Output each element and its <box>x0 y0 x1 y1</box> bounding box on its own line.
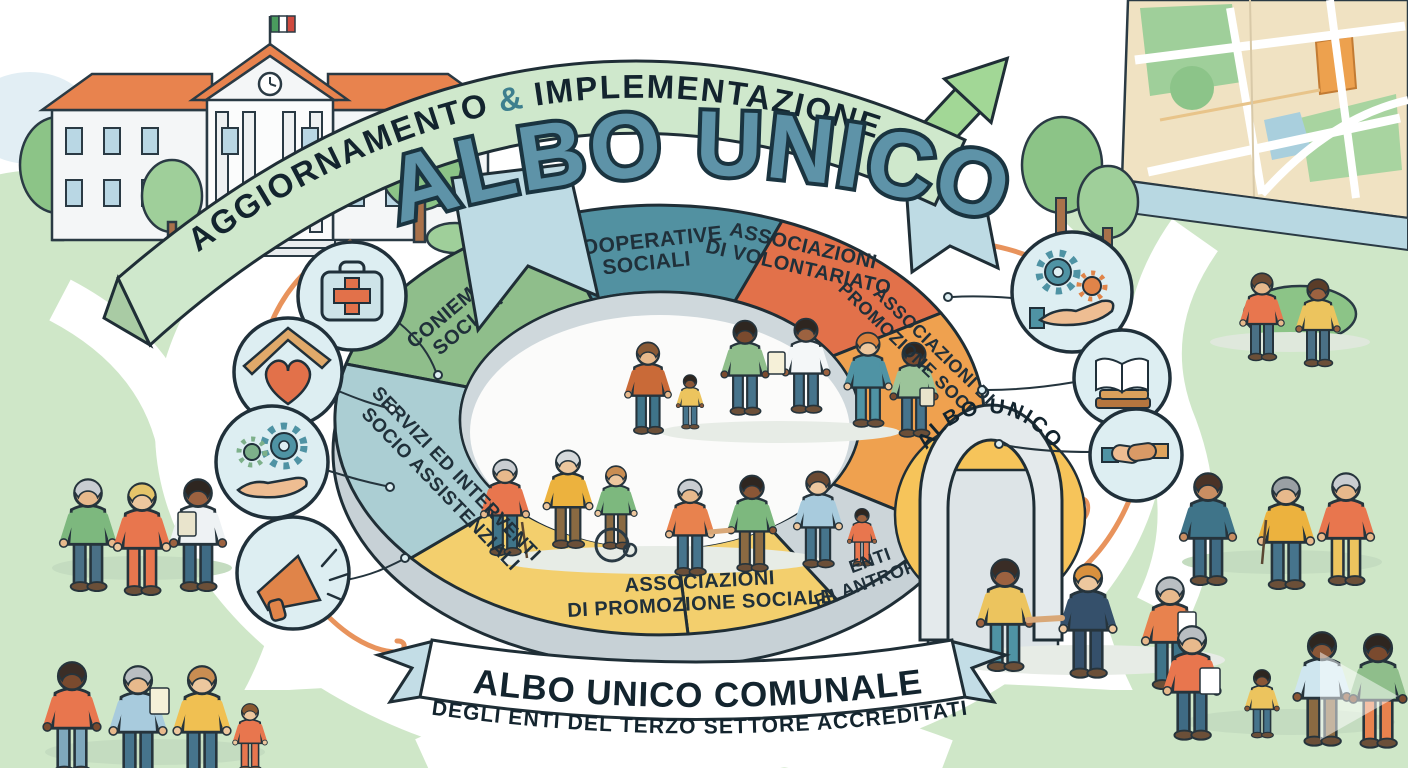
italian-flag <box>268 15 296 46</box>
banner-band <box>418 638 967 721</box>
city-map <box>1020 0 1408 344</box>
people-group-left-bottom <box>43 663 267 768</box>
arch-gate: ALBO UNICO <box>893 395 1087 652</box>
clock <box>257 71 283 97</box>
handshake-icon <box>1088 407 1184 503</box>
cane <box>1260 519 1268 565</box>
watermark-triangle <box>1320 652 1398 740</box>
megaphone-icon <box>235 515 351 631</box>
document <box>1199 667 1221 695</box>
ribbon-tail-right <box>904 181 1001 275</box>
clipboard <box>177 511 197 537</box>
bottom-banner: ALBO UNICO COMUNALE DEGLI ENTI DEL TERZO… <box>373 638 1011 739</box>
banner-band <box>116 59 967 348</box>
first-aid-icon <box>296 240 408 352</box>
courtyard-people <box>481 319 938 576</box>
cane <box>520 521 529 559</box>
icons-left <box>214 240 443 631</box>
gears-hand-icon <box>214 404 330 520</box>
ribbon-tail-left <box>450 162 601 334</box>
clipboard <box>149 687 170 715</box>
arch-structure <box>918 403 1064 642</box>
clipboard <box>919 387 935 407</box>
wheelchair <box>595 466 637 563</box>
people-group-left-top <box>52 480 232 595</box>
people-group-right-top <box>1180 474 1382 589</box>
open-book-icon <box>1072 328 1172 428</box>
document <box>767 351 786 375</box>
icons-right <box>943 230 1184 503</box>
people-group-bench <box>1210 274 1370 367</box>
handshake-link <box>1025 615 1065 623</box>
gears-hand-icon <box>1010 230 1134 354</box>
handshake-link <box>707 527 735 535</box>
house-heart-icon <box>232 316 344 428</box>
